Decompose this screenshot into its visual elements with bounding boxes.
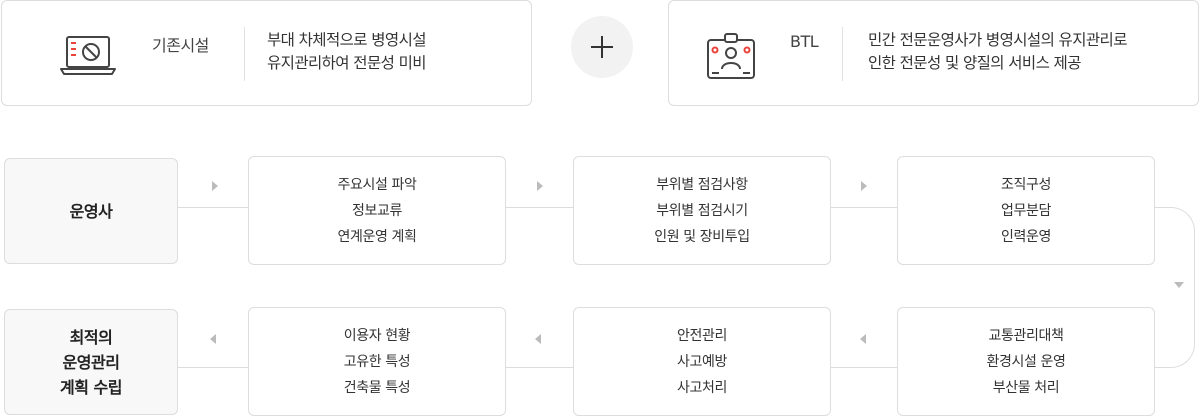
- optimal-plan-line: 계획 수립: [60, 377, 122, 397]
- arrow-right-icon: [861, 181, 867, 191]
- optimal-plan-line: 운영관리: [62, 352, 120, 372]
- step-line: 연계운영 계획: [337, 228, 417, 245]
- step-user-characteristics: 이용자 현황 고유한 특성 건축물 특성: [248, 307, 506, 416]
- step-line: 인원 및 장비투입: [654, 228, 750, 245]
- arrow-left-icon: [210, 334, 216, 344]
- connector-line: [177, 367, 249, 368]
- step-traffic-environment: 교통관리대책 환경시설 운영 부산물 처리: [897, 307, 1155, 416]
- step-line: 주요시설 파악: [337, 176, 417, 193]
- optimal-plan-line: 최적의: [69, 327, 113, 347]
- btl-divider: [842, 27, 843, 81]
- operator-node: 운영사: [4, 158, 178, 264]
- operator-label: 운영사: [69, 201, 113, 221]
- step-line: 정보교류: [352, 202, 402, 219]
- btl-desc-line: 인한 전문성 및 양질의 서비스 제공: [868, 54, 1081, 72]
- arrow-left-icon: [860, 334, 866, 344]
- btl-desc-line: 민간 전문운영사가 병영시설의 유지관리로: [868, 31, 1127, 49]
- step-organization: 조직구성 업무분담 인력운영: [897, 156, 1155, 265]
- step-line: 인력운영: [1001, 228, 1051, 245]
- step-inspection: 부위별 점검사항 부위별 점검시기 인원 및 장비투입: [573, 156, 831, 265]
- step-line: 이용자 현황: [343, 327, 411, 344]
- step-line: 부위별 점검사항: [656, 176, 748, 193]
- step-line: 환경시설 운영: [986, 353, 1066, 370]
- traditional-label: 기존시설: [152, 36, 209, 55]
- traditional-desc-line: 유지관리하여 전문성 미비: [267, 54, 427, 72]
- step-line: 건축물 특성: [343, 379, 411, 396]
- id-badge-icon: [707, 33, 755, 79]
- connector-line: [177, 207, 249, 208]
- traditional-divider: [244, 27, 245, 81]
- step-facility-info: 주요시설 파악 정보교류 연계운영 계획: [248, 156, 506, 265]
- arrow-right-icon: [212, 181, 218, 191]
- step-line: 사고예방: [677, 353, 727, 370]
- connector-line: [505, 367, 574, 368]
- arrow-right-icon: [537, 181, 543, 191]
- connector-line: [830, 367, 898, 368]
- step-safety: 안전관리 사고예방 사고처리: [573, 307, 831, 416]
- connector-line: [830, 207, 898, 208]
- btl-card: BTL 민간 전문운영사가 병영시설의 유지관리로 인한 전문성 및 양질의 서…: [668, 0, 1199, 106]
- connector-line: [505, 207, 574, 208]
- step-line: 부위별 점검시기: [656, 202, 748, 219]
- step-line: 사고처리: [677, 379, 727, 396]
- loop-connector: [1150, 207, 1195, 368]
- arrow-left-icon: [535, 334, 541, 344]
- plus-circle: [571, 16, 633, 78]
- step-line: 업무분담: [1001, 202, 1051, 219]
- plus-icon: [591, 36, 613, 58]
- step-line: 조직구성: [1001, 176, 1051, 193]
- step-line: 부산물 처리: [992, 379, 1060, 396]
- laptop-prohibited-icon: [60, 36, 116, 75]
- btl-label: BTL: [790, 32, 819, 51]
- traditional-desc-line: 부대 차체적으로 병영시설: [267, 31, 427, 49]
- step-line: 교통관리대책: [988, 327, 1064, 344]
- arrow-down-icon: [1174, 282, 1184, 288]
- step-line: 고유한 특성: [343, 353, 411, 370]
- traditional-facility-card: 기존시설 부대 차체적으로 병영시설 유지관리하여 전문성 미비: [1, 0, 532, 106]
- btl-description: 민간 전문운영사가 병영시설의 유지관리로 인한 전문성 및 양질의 서비스 제…: [868, 29, 1127, 75]
- traditional-description: 부대 차체적으로 병영시설 유지관리하여 전문성 미비: [267, 29, 427, 75]
- optimal-plan-node: 최적의 운영관리 계획 수립: [4, 309, 178, 415]
- step-line: 안전관리: [677, 327, 727, 344]
